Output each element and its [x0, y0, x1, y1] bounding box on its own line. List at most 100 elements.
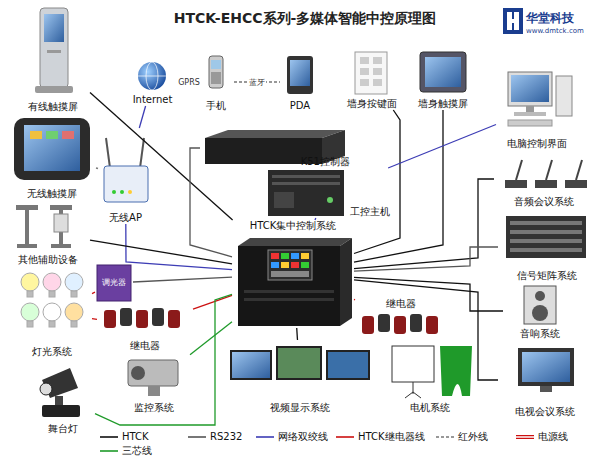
node-label: 继电器 [130, 340, 160, 352]
stage-light-icon [40, 368, 80, 417]
device-node: 音频会议系统 [494, 150, 594, 208]
central-controller-icon [238, 238, 352, 326]
connector-line [126, 224, 232, 270]
speaker-icon [524, 286, 556, 324]
legend-line-sample [100, 436, 118, 438]
legend-item: HTCK [100, 431, 149, 443]
device-node: 墙身触摸屏 [410, 46, 476, 110]
legend-item: 网络双绞线 [256, 431, 328, 443]
legend-text: 三芯线 [122, 445, 152, 457]
bulb-icons [21, 273, 83, 327]
legend-swatch [436, 433, 454, 441]
legend-line-sample [516, 435, 534, 439]
device-node: 无线触摸屏 [8, 112, 96, 200]
node-label: 视频显示系统 [270, 402, 330, 414]
device-node: 音响系统 [503, 282, 577, 340]
connector-line [354, 280, 498, 380]
node-label: 监控系统 [134, 402, 174, 414]
edge-label: GPRS [177, 78, 201, 87]
globe-icon [138, 62, 166, 90]
legend-line-sample [256, 436, 274, 438]
device-node: K51控制器 [200, 128, 350, 168]
node-label: 音频会议系统 [514, 196, 574, 208]
pc-icon [508, 72, 572, 126]
device-node: 有线触摸屏 [15, 5, 90, 113]
relay-icons [104, 308, 180, 328]
relay-icons [362, 314, 438, 334]
connector-line [92, 318, 97, 320]
node-label: Internet [133, 94, 173, 106]
legend-text: 网络双绞线 [278, 431, 328, 443]
legend-line-gap [516, 436, 534, 438]
node-label: 工控主机 [350, 206, 390, 218]
connector-line [92, 292, 95, 293]
connector-line [90, 93, 233, 221]
brand-name: 华堂科技 [526, 10, 574, 27]
legend-line-sample [100, 450, 118, 452]
node-label: 电机系统 [410, 402, 450, 414]
node-label: K51控制器 [301, 156, 350, 168]
connector-line [139, 106, 145, 128]
device-node: 其他辅助设备 [5, 200, 90, 266]
legend-swatch [336, 433, 354, 441]
diagram-title: HTCK-EHCC系列-多媒体智能中控原理图 [90, 10, 520, 28]
node-label: 音响系统 [520, 328, 560, 340]
legend-swatch [188, 433, 206, 441]
connector-line [193, 295, 232, 309]
connector-line [388, 125, 496, 169]
node-label: 墙身按键面 [347, 98, 397, 110]
connector-line [190, 148, 232, 257]
legend-text: 红外线 [458, 431, 488, 443]
screen-icons [230, 346, 370, 380]
phone-icon [209, 56, 223, 88]
legend-item: 红外线 [436, 431, 488, 443]
dimmer-icon [97, 265, 131, 301]
device-node: 墙身按键面 [336, 46, 408, 110]
node-label: 无线触摸屏 [27, 188, 77, 200]
device-node: Internet [125, 58, 180, 106]
node-label: 灯光系统 [32, 346, 72, 358]
node-label: 继电器 [386, 298, 416, 310]
connector-line [314, 218, 316, 220]
connector-line [354, 110, 400, 254]
device-node: 手机 [198, 52, 234, 112]
legend-text: HTCK继电器线 [358, 431, 425, 443]
device-node: PDA [280, 52, 320, 112]
connector-line [96, 167, 98, 169]
node-label: 无线AP [109, 212, 142, 224]
connector-line [296, 328, 298, 340]
connector-line [95, 294, 232, 425]
legend-line-sample [336, 436, 354, 438]
node-label: 其他辅助设备 [18, 254, 78, 266]
device-node: 监控系统 [118, 352, 190, 414]
legend-text: 电源线 [538, 431, 568, 443]
legend-item: HTCK继电器线 [336, 431, 425, 443]
connector-line [354, 179, 494, 269]
brand-url: www.dmtck.com [526, 27, 584, 35]
legend-item: RS232 [188, 431, 242, 443]
node-label: 电视会议系统 [515, 406, 575, 418]
legend-item: 三芯线 [100, 445, 152, 457]
kiosk-icon [35, 8, 73, 93]
node-label: 手机 [206, 100, 226, 112]
device-node: 继电器 [355, 298, 447, 340]
device-node: 视频显示系统 [224, 340, 376, 414]
node-label: 墙身触摸屏 [418, 98, 468, 110]
legend-swatch [256, 433, 274, 441]
legend-line-sample [188, 436, 206, 438]
aux-stand-icon [16, 205, 72, 248]
device-node: 工控主机 [262, 168, 390, 218]
connector-line [354, 247, 498, 271]
edge-label: 蓝牙 [248, 78, 266, 87]
node-label: PDA [290, 100, 310, 112]
connector-line [354, 299, 355, 301]
rack-pc-icon [268, 170, 344, 216]
matrix-rack-icon [506, 216, 586, 258]
mic-icons [505, 160, 587, 188]
pda-icon [287, 56, 313, 94]
device-node: 灯光系统 [12, 268, 92, 358]
node-label: 电脑控制界面 [507, 138, 567, 150]
wall-touch-icon [420, 52, 466, 92]
node-label: 信号矩阵系统 [517, 270, 577, 282]
